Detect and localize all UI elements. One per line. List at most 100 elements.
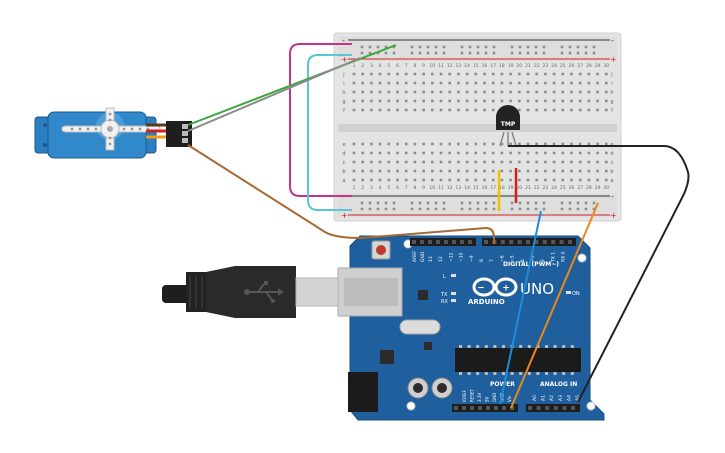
bottom-rail-minus-sign-right: -	[611, 192, 614, 201]
breadboard-hole	[361, 169, 364, 173]
rail-hole	[534, 51, 538, 55]
rail-hole	[468, 201, 472, 205]
reset-button[interactable]	[376, 245, 386, 255]
column-number: 29	[595, 185, 601, 191]
breadboard-hole	[570, 160, 573, 164]
breadboard-hole	[413, 81, 417, 85]
chip-pin	[493, 345, 497, 348]
rail-hole	[368, 201, 372, 205]
rail-hole	[584, 51, 588, 55]
wire-brown[interactable]	[187, 144, 495, 244]
breadboard-hole	[491, 99, 495, 103]
breadboard-hole	[431, 160, 434, 164]
breadboard-hole	[552, 160, 556, 164]
rail-hole	[376, 201, 380, 205]
wire-green[interactable]	[187, 44, 397, 126]
rail-hole	[418, 207, 422, 211]
breadboard-hole	[578, 81, 582, 85]
breadboard-hole	[448, 169, 451, 173]
breadboard-hole	[509, 99, 512, 103]
row-letter: h	[610, 90, 613, 96]
breadboard-hole	[413, 99, 417, 103]
chip-pin	[459, 345, 462, 348]
breadboard-hole	[352, 178, 356, 182]
power-pin-label: GND	[492, 393, 497, 402]
digital-pin-holes	[412, 240, 572, 244]
bottom-rail-plus-sign-right: +	[610, 211, 617, 220]
breadboard-hole	[370, 178, 373, 182]
breadboard-hole	[596, 178, 599, 182]
arduino-uno-board[interactable]: − + ARDUINO UNO DIGITAL (PWM~) POWER ANA…	[337, 235, 605, 421]
breadboard-hole	[431, 72, 434, 76]
wire-orange[interactable]	[510, 202, 599, 409]
column-number: 6	[396, 63, 399, 69]
breadboard-hole	[535, 81, 538, 85]
wire-blue[interactable]	[499, 210, 542, 405]
column-number: 25	[560, 185, 566, 191]
breadboard-hole	[578, 160, 582, 164]
wire-gray[interactable]	[187, 57, 361, 132]
column-number: 30	[603, 185, 609, 191]
breadboard-hole	[396, 160, 399, 164]
breadboard-hole	[587, 151, 591, 155]
breadboard-hole	[431, 142, 434, 146]
breadboard-hole	[396, 142, 399, 146]
temperature-sensor[interactable]: TMP	[496, 105, 520, 147]
power-pin-label: IOREF	[462, 389, 467, 402]
horn-hole	[70, 127, 74, 131]
column-number: 5	[387, 185, 390, 191]
servo-motor[interactable]	[34, 107, 192, 159]
breadboard-hole	[518, 178, 521, 182]
breadboard-hole	[387, 160, 391, 164]
breadboard-hole	[605, 99, 608, 103]
usb-cable-strain-relief	[162, 285, 192, 303]
rail-hole	[476, 201, 480, 205]
breadboard-hole	[413, 72, 417, 76]
breadboard-hole	[587, 81, 591, 85]
rail-hole	[568, 207, 572, 211]
rail-hole	[410, 45, 414, 49]
breadboard-hole	[457, 151, 460, 155]
breadboard-hole	[587, 108, 591, 112]
breadboard-hole	[404, 72, 408, 76]
column-number: 23	[543, 63, 549, 69]
column-number: 5	[387, 63, 390, 69]
row-letter: f	[343, 108, 345, 114]
breadboard-hole	[474, 151, 478, 155]
breadboard-hole	[500, 142, 504, 146]
rail-hole	[468, 51, 472, 55]
breadboard-hole	[422, 178, 425, 182]
breadboard-hole	[378, 169, 382, 173]
rail-hole	[542, 201, 546, 205]
wire-cyan[interactable]	[307, 54, 352, 211]
breadboard-hole	[535, 72, 538, 76]
horn-hole	[78, 127, 82, 131]
chip-pin	[562, 345, 566, 348]
breadboard-hole	[587, 72, 591, 76]
rx-label: RX	[441, 299, 448, 305]
breadboard-hole	[526, 169, 530, 173]
breadboard-hole	[448, 178, 451, 182]
digital-pin-label: ~5	[510, 255, 516, 262]
wire-black[interactable]	[508, 145, 690, 403]
rail-hole	[434, 51, 438, 55]
breadboard-hole	[457, 160, 460, 164]
breadboard-hole	[509, 90, 512, 94]
breadboard-hole	[518, 169, 521, 173]
tx-label: TX	[440, 292, 448, 298]
digital-pin-label: 12	[438, 256, 444, 262]
wire-magenta[interactable]	[289, 43, 352, 197]
breadboard-hole	[396, 81, 399, 85]
breadboard-hole	[378, 99, 382, 103]
breadboard-hole	[483, 108, 486, 112]
breadboard-hole	[457, 108, 460, 112]
horn-hole	[108, 118, 112, 122]
sensor-leg	[511, 131, 517, 147]
header-pin	[526, 240, 530, 244]
header-pin	[553, 406, 558, 410]
column-number: 9	[422, 63, 425, 69]
breadboard-hole	[509, 81, 512, 85]
breadboard-hole	[570, 81, 573, 85]
